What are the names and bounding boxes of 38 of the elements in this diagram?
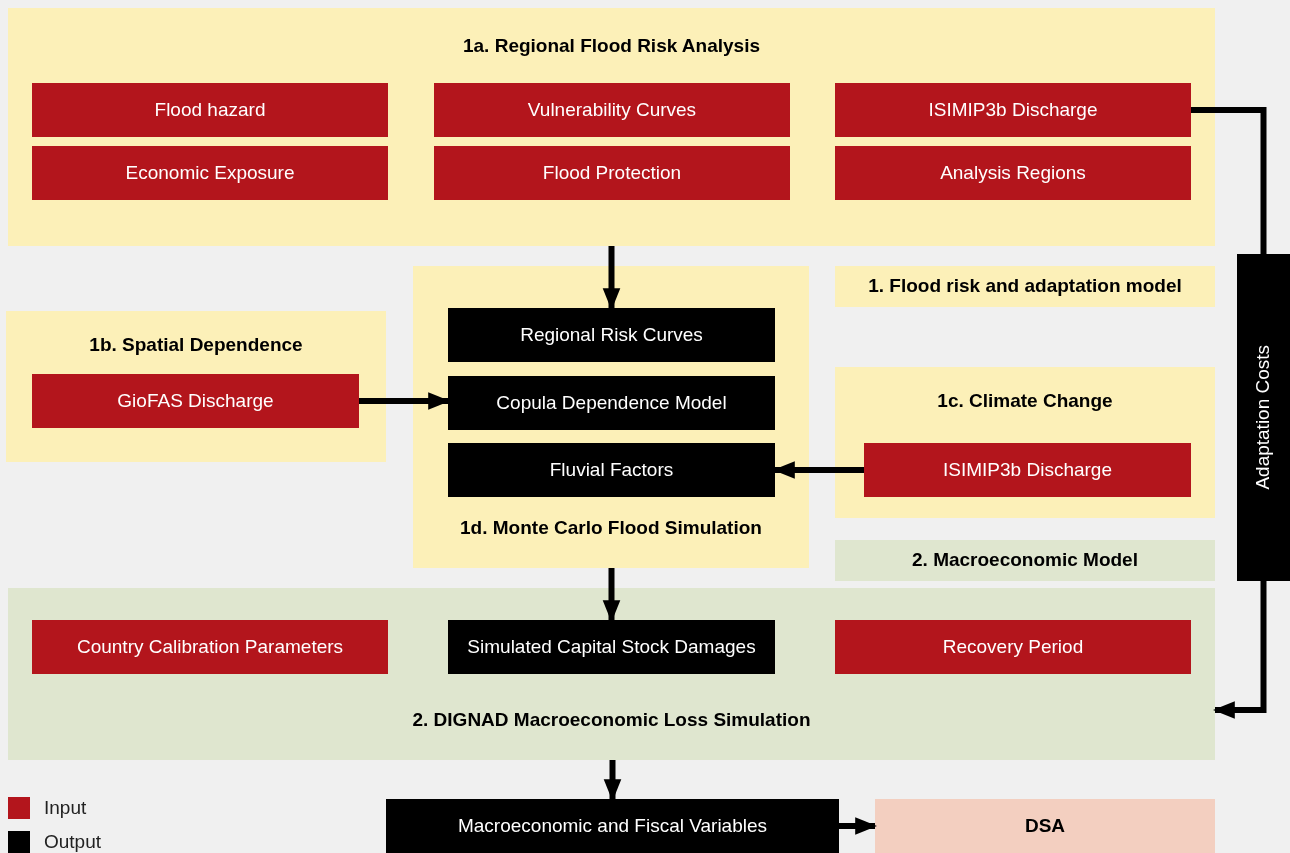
arrow: [602, 568, 621, 623]
output-box: Macroeconomic and Fiscal Variables: [386, 799, 839, 853]
section-label-band: 1. Flood risk and adaptation model: [835, 266, 1215, 307]
panel-heading: 1a. Regional Flood Risk Analysis: [461, 34, 761, 58]
arrow: [602, 246, 621, 311]
arrow: [1212, 581, 1267, 719]
legend-label: Output: [44, 829, 102, 853]
input-box: Analysis Regions: [835, 146, 1191, 200]
legend-label: Input: [44, 795, 87, 820]
result-box: DSA: [875, 799, 1215, 853]
section-label-band: 2. Macroeconomic Model: [835, 540, 1215, 581]
group-panel: [413, 266, 809, 568]
group-panel: [8, 588, 1215, 760]
input-box: Economic Exposure: [32, 146, 388, 200]
output-bar: Adaptation Costs: [1237, 254, 1290, 581]
output-box: Regional Risk Curves: [448, 308, 775, 362]
input-box: Flood Protection: [434, 146, 790, 200]
input-box: ISIMIP3b Discharge: [864, 443, 1191, 497]
group-panel: [6, 311, 386, 462]
input-box: Country Calibration Parameters: [32, 620, 388, 674]
output-box: Copula Dependence Model: [448, 376, 775, 430]
arrow: [839, 817, 878, 835]
arrow: [772, 461, 864, 479]
input-box: Flood hazard: [32, 83, 388, 137]
output-box: Simulated Capital Stock Damages: [448, 620, 775, 674]
panel-heading: 1d. Monte Carlo Flood Simulation: [459, 515, 763, 540]
output-box: Fluvial Factors: [448, 443, 775, 497]
panel-heading: 1c. Climate Change: [936, 389, 1114, 413]
arrow: [603, 760, 622, 802]
input-box: ISIMIP3b Discharge: [835, 83, 1191, 137]
panel-heading: 2. DIGNAD Macroeconomic Loss Simulation: [411, 707, 812, 732]
group-panel: [835, 367, 1215, 518]
arrow: [359, 392, 451, 410]
input-box: Vulnerability Curves: [434, 83, 790, 137]
input-box: Recovery Period: [835, 620, 1191, 674]
group-panel: [8, 8, 1215, 246]
input-box: GioFAS Discharge: [32, 374, 359, 428]
panel-heading: 1b. Spatial Dependence: [88, 333, 304, 357]
